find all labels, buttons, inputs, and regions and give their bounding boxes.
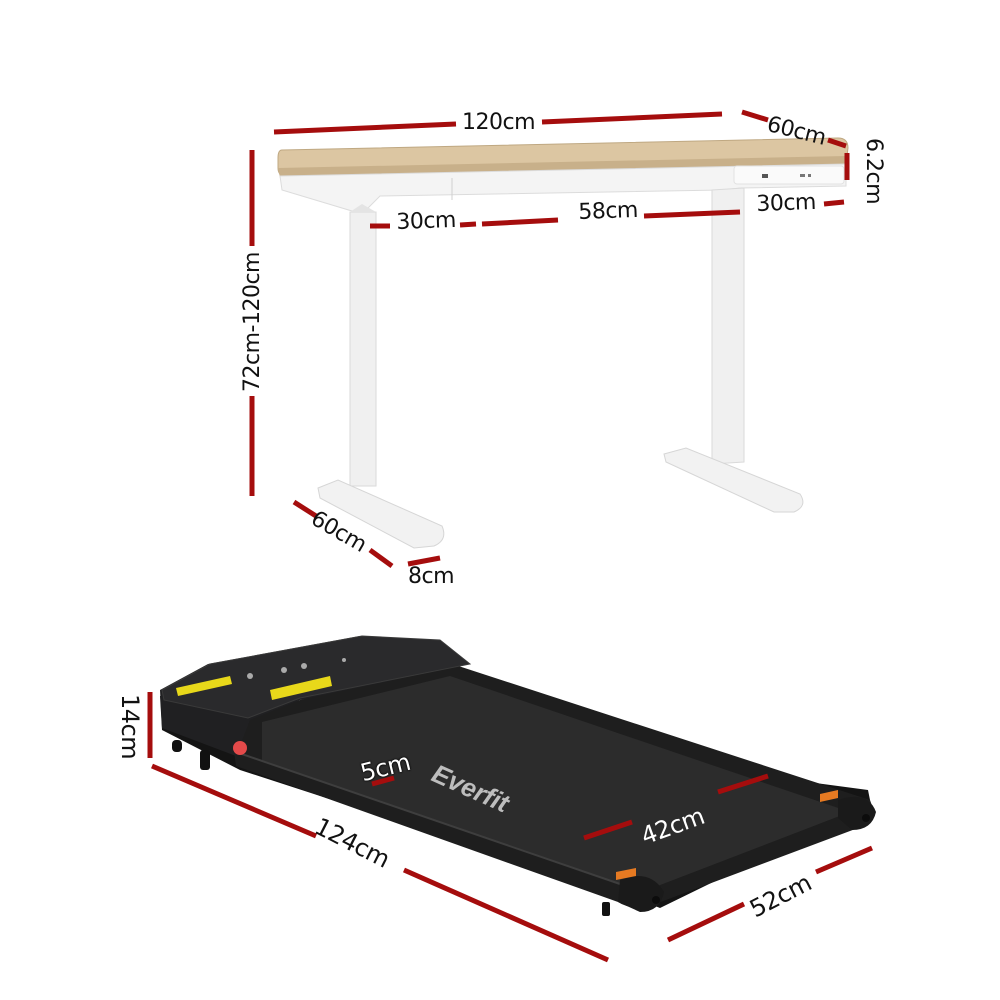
desk-top-thickness-label: 6.2cm (861, 138, 886, 205)
drawer-right-offset-label: 30cm (755, 189, 817, 217)
drawer-width-label: 58cm (577, 197, 639, 225)
drawer-left-offset-label: 30cm (395, 207, 457, 235)
walking-treadmill: Everfit (147, 635, 876, 963)
desk-height-range-label: 72cm-120cm (240, 252, 265, 392)
treadmill-height-label: 14cm (116, 694, 144, 760)
desk-foot-width-label: 8cm (408, 564, 455, 589)
desk-width-label: 120cm (462, 110, 536, 135)
standing-desk (249, 109, 850, 569)
